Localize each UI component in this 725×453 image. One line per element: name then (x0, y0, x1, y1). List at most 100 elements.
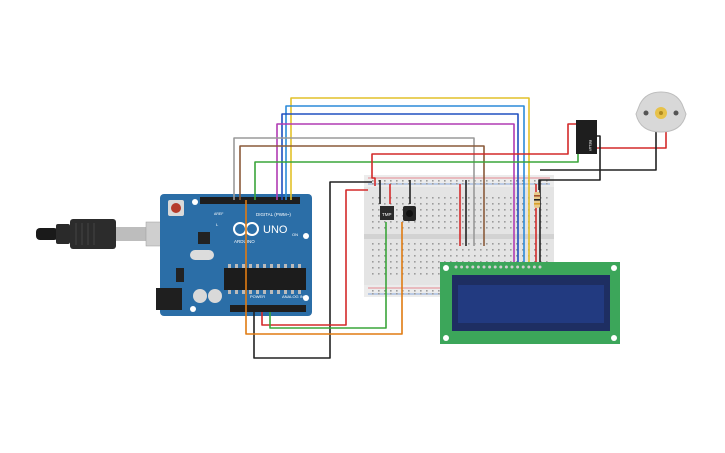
wire-green-sensor[interactable] (269, 222, 387, 329)
breadboard-hole (432, 290, 434, 292)
breadboard-hole (408, 203, 410, 205)
resistor[interactable] (534, 192, 540, 208)
breadboard-hole (414, 290, 416, 292)
breadboard-hole (498, 261, 500, 263)
breadboard-hole (480, 215, 482, 217)
breadboard-hole (426, 215, 428, 217)
breadboard-hole (378, 261, 380, 263)
wire-black-motor2[interactable] (540, 132, 657, 171)
wire-brown[interactable] (239, 145, 485, 246)
breadboard-hole (396, 243, 398, 245)
breadboard-hole (456, 203, 458, 205)
breadboard-hole (450, 255, 452, 257)
lcd-pin (471, 265, 475, 269)
breadboard-hole (480, 180, 482, 182)
breadboard-hole (390, 180, 392, 182)
relay[interactable]: RELAY (576, 120, 597, 154)
lcd-pin (482, 265, 486, 269)
breadboard-hole (444, 221, 446, 223)
breadboard-hole (372, 293, 374, 295)
breadboard-hole (438, 273, 440, 275)
breadboard-hole (408, 180, 410, 182)
lcd-display[interactable] (440, 262, 620, 344)
breadboard-hole (372, 180, 374, 182)
capacitor (193, 289, 207, 303)
breadboard-hole (486, 209, 488, 211)
breadboard-hole (432, 183, 434, 185)
lcd-pin (532, 265, 536, 269)
breadboard-hole (372, 203, 374, 205)
breadboard-hole (408, 273, 410, 275)
breadboard-hole (438, 209, 440, 211)
wire-darkblue[interactable] (281, 113, 519, 262)
power-jack[interactable] (156, 288, 182, 310)
breadboard-hole (498, 209, 500, 211)
gas-sensor[interactable] (403, 206, 416, 221)
breadboard-hole (546, 197, 548, 199)
breadboard-hole (492, 209, 494, 211)
lcd-pin (460, 265, 464, 269)
wire-red-motor[interactable] (597, 132, 667, 149)
breadboard-hole (486, 255, 488, 257)
breadboard-hole (498, 249, 500, 251)
breadboard-hole (420, 209, 422, 211)
breadboard-hole (450, 243, 452, 245)
wire-blue[interactable] (285, 105, 525, 262)
breadboard-hole (462, 221, 464, 223)
breadboard-hole (426, 290, 428, 292)
breadboard-hole (402, 203, 404, 205)
lcd-pin (493, 265, 497, 269)
breadboard-hole (426, 203, 428, 205)
breadboard-hole (372, 273, 374, 275)
on-led-label: ON (292, 232, 298, 237)
breadboard-hole (378, 249, 380, 251)
breadboard-hole (426, 221, 428, 223)
breadboard-hole (498, 180, 500, 182)
breadboard-hole (516, 221, 518, 223)
breadboard-hole (432, 221, 434, 223)
lcd-pin (488, 265, 492, 269)
breadboard-hole (462, 255, 464, 257)
arduino-board[interactable]: UNO ARDUINO DIGITAL (PWM~) POWER ANALOG … (156, 194, 312, 316)
wire-yellow[interactable] (290, 97, 530, 262)
breadboard-hole (396, 249, 398, 251)
tmp-sensor[interactable]: TMP (380, 206, 394, 220)
breadboard-hole (414, 203, 416, 205)
breadboard-hole (420, 249, 422, 251)
breadboard-hole (480, 183, 482, 185)
breadboard-hole (522, 227, 524, 229)
dc-motor[interactable] (635, 91, 687, 133)
wire-orange[interactable] (245, 200, 403, 335)
aref-label: AREF (214, 212, 223, 216)
breadboard-hole (384, 227, 386, 229)
wire-black-loop[interactable] (253, 181, 372, 359)
breadboard-hole (426, 209, 428, 211)
l-led-label: L (216, 222, 219, 227)
breadboard-hole (426, 197, 428, 199)
breadboard-hole (384, 221, 386, 223)
breadboard-hole (372, 221, 374, 223)
usb-cable[interactable] (36, 219, 165, 249)
breadboard-hole (480, 243, 482, 245)
wire-red-top[interactable] (371, 123, 584, 186)
breadboard-hole (450, 197, 452, 199)
wire-gray[interactable] (233, 137, 475, 246)
breadboard-hole (438, 255, 440, 257)
tmp-label: TMP (382, 212, 392, 217)
breadboard-hole (492, 243, 494, 245)
wire-red-board[interactable] (261, 189, 368, 326)
board-maker: ARDUINO (234, 239, 255, 244)
wire-black-motor[interactable] (538, 135, 601, 190)
breadboard-hole (372, 209, 374, 211)
breadboard-hole (468, 203, 470, 205)
breadboard-hole (396, 227, 398, 229)
breadboard-hole (432, 243, 434, 245)
lcd-pin (504, 265, 508, 269)
breadboard-hole (384, 243, 386, 245)
breadboard-hole (420, 255, 422, 257)
breadboard-hole (456, 227, 458, 229)
breadboard-hole (396, 209, 398, 211)
breadboard-hole (522, 261, 524, 263)
breadboard-hole (516, 197, 518, 199)
breadboard-hole (426, 255, 428, 257)
